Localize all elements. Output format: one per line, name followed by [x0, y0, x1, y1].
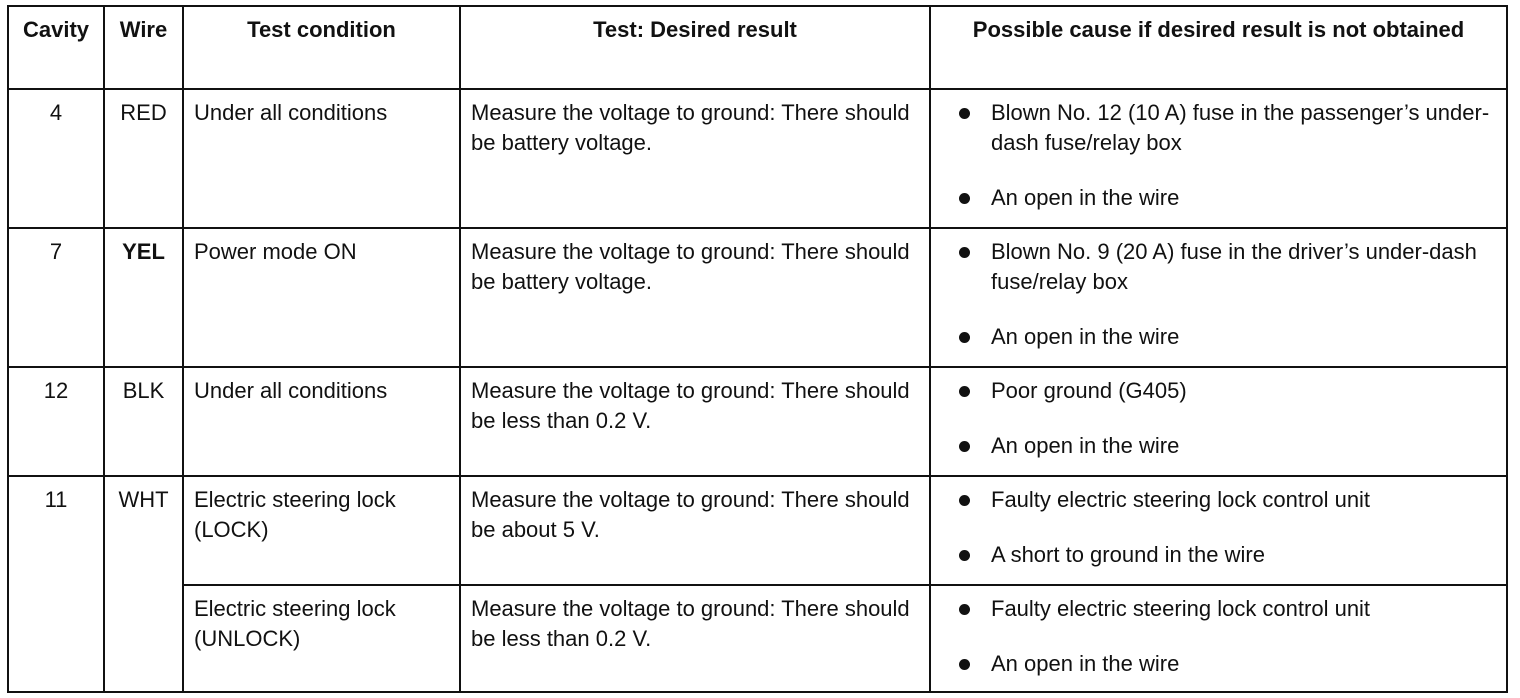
cavity-cell: 4 — [7, 88, 105, 229]
cause-item: Poor ground (G405) — [941, 376, 1496, 406]
wire-cell: RED — [103, 88, 184, 229]
cavity-cell: 12 — [7, 366, 105, 477]
wire-cell: WHT — [103, 475, 184, 693]
table-row: 12 BLK Under all conditions Measure the … — [7, 366, 1508, 477]
cause-cell: Poor ground (G405) An open in the wire — [929, 366, 1508, 477]
condition-cell: Electric steering lock (UNLOCK) — [182, 584, 461, 693]
table-row: 11 WHT Electric steering lock (LOCK) Mea… — [7, 475, 1508, 693]
cause-item: Faulty electric steering lock control un… — [941, 485, 1496, 515]
header-cavity: Cavity — [7, 5, 105, 90]
table-row: 4 RED Under all conditions Measure the v… — [7, 88, 1508, 229]
cause-item: Blown No. 12 (10 A) fuse in the passenge… — [941, 98, 1496, 158]
condition-cell: Under all conditions — [182, 88, 461, 229]
header-desired-result: Test: Desired result — [459, 5, 931, 90]
table-row: 7 YEL Power mode ON Measure the voltage … — [7, 227, 1508, 368]
cavity-cell: 7 — [7, 227, 105, 368]
condition-cell: Electric steering lock (LOCK) — [182, 475, 461, 586]
condition-cell: Power mode ON — [182, 227, 461, 368]
cause-item: An open in the wire — [941, 649, 1496, 679]
cause-cell: Blown No. 9 (20 A) fuse in the driver’s … — [929, 227, 1508, 368]
cause-cell: Faulty electric steering lock control un… — [929, 475, 1508, 586]
result-cell: Measure the voltage to ground: There sho… — [459, 227, 931, 368]
cause-list: Blown No. 9 (20 A) fuse in the driver’s … — [941, 237, 1496, 352]
cause-item: A short to ground in the wire — [941, 540, 1496, 570]
cause-item: An open in the wire — [941, 183, 1496, 213]
header-row: Cavity Wire Test condition Test: Desired… — [7, 5, 1508, 90]
result-cell: Measure the voltage to ground: There sho… — [459, 366, 931, 477]
cause-list: Faulty electric steering lock control un… — [941, 594, 1496, 679]
wire-cell: YEL — [103, 227, 184, 368]
wire-cell: BLK — [103, 366, 184, 477]
header-test-condition: Test condition — [182, 5, 461, 90]
table-row: Electric steering lock (UNLOCK) Measure … — [8, 584, 1508, 693]
header-possible-cause: Possible cause if desired result is not … — [929, 5, 1508, 90]
result-cell: Measure the voltage to ground: There sho… — [459, 584, 931, 693]
cause-cell: Faulty electric steering lock control un… — [929, 584, 1508, 693]
cause-list: Poor ground (G405) An open in the wire — [941, 376, 1496, 461]
cause-cell: Blown No. 12 (10 A) fuse in the passenge… — [929, 88, 1508, 229]
cavity-cell: 11 — [7, 475, 105, 693]
cause-item: Blown No. 9 (20 A) fuse in the driver’s … — [941, 237, 1496, 297]
cause-list: Faulty electric steering lock control un… — [941, 485, 1496, 570]
cause-item: An open in the wire — [941, 322, 1496, 352]
result-cell: Measure the voltage to ground: There sho… — [459, 475, 931, 586]
result-cell: Measure the voltage to ground: There sho… — [459, 88, 931, 229]
header-wire: Wire — [103, 5, 184, 90]
cause-list: Blown No. 12 (10 A) fuse in the passenge… — [941, 98, 1496, 213]
connector-test-table: Cavity Wire Test condition Test: Desired… — [7, 5, 1508, 693]
cause-item: An open in the wire — [941, 431, 1496, 461]
condition-cell: Under all conditions — [182, 366, 461, 477]
cause-item: Faulty electric steering lock control un… — [941, 594, 1496, 624]
